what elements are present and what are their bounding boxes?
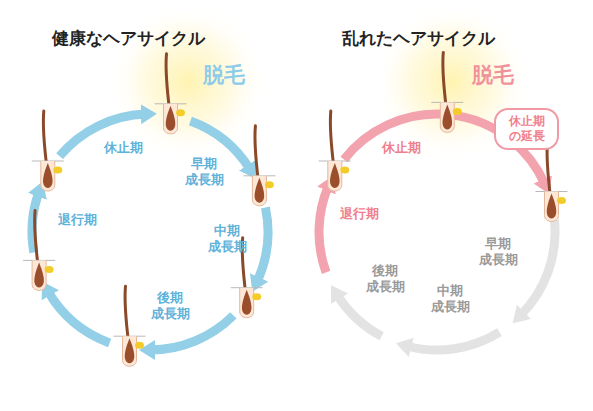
hair-follicle [536,142,568,222]
hair-follicle [23,210,55,290]
cycle-arrow [520,220,555,316]
phase-label: 休止期 [104,140,143,156]
hair-follicle [155,54,187,134]
phase-label: 後期 成長期 [366,263,405,294]
hair-loss-label: 脱毛 [472,63,514,87]
cycle-arrow [337,295,382,337]
hair-loss-label: 脱毛 [472,62,514,88]
phase-label: 後期 成長期 [365,263,405,296]
phase-label: 早期 成長期 [479,236,518,267]
phase-label: 退行期 [340,206,379,222]
hair-follicle [114,286,146,366]
phase-label: 中期 成長期 [430,283,470,316]
cycle-arrow [407,332,500,350]
hair-loss-label: 脱毛 [203,63,245,87]
hair-loss-label: 脱毛 [203,62,245,88]
phase-label: 休止期 [104,140,143,155]
glow [108,2,268,162]
cycle-arrow [257,208,268,282]
phase-label: 後期 成長期 [150,290,190,323]
phase-label: 早期 成長期 [478,236,518,269]
phase-label: 後期 成長期 [151,290,190,321]
phase-label: 中期 成長期 [208,223,247,254]
hair-follicle [243,126,275,206]
phase-label: 中期 成長期 [207,223,247,256]
callout-bubble: 休止期 の延長 [494,108,559,150]
phase-label: 退行期 [340,206,379,221]
hair-follicle [431,52,463,132]
cycle-arrow [60,114,146,156]
phase-label: 退行期 [58,212,97,228]
cycle-arrow [319,186,328,273]
phase-label: 退行期 [58,212,97,227]
phase-label: 休止期 [382,140,421,155]
cycle-title: 健康なヘアサイクル [52,28,205,48]
cycle-title: 健康なヘアサイクル [52,28,205,49]
cycle-arrow [48,291,110,343]
hair-follicle [319,111,351,191]
phase-label: 早期 成長期 [184,156,224,189]
cycle-title: 乱れたヘアサイクル [342,28,495,49]
phase-label: 早期 成長期 [185,156,224,187]
cycle-title: 乱れたヘアサイクル [342,28,495,48]
callout-text: 休止期 の延長 [508,114,545,144]
phase-label: 中期 成長期 [431,283,470,314]
hair-follicle [32,111,64,191]
phase-label: 休止期 [382,140,421,156]
